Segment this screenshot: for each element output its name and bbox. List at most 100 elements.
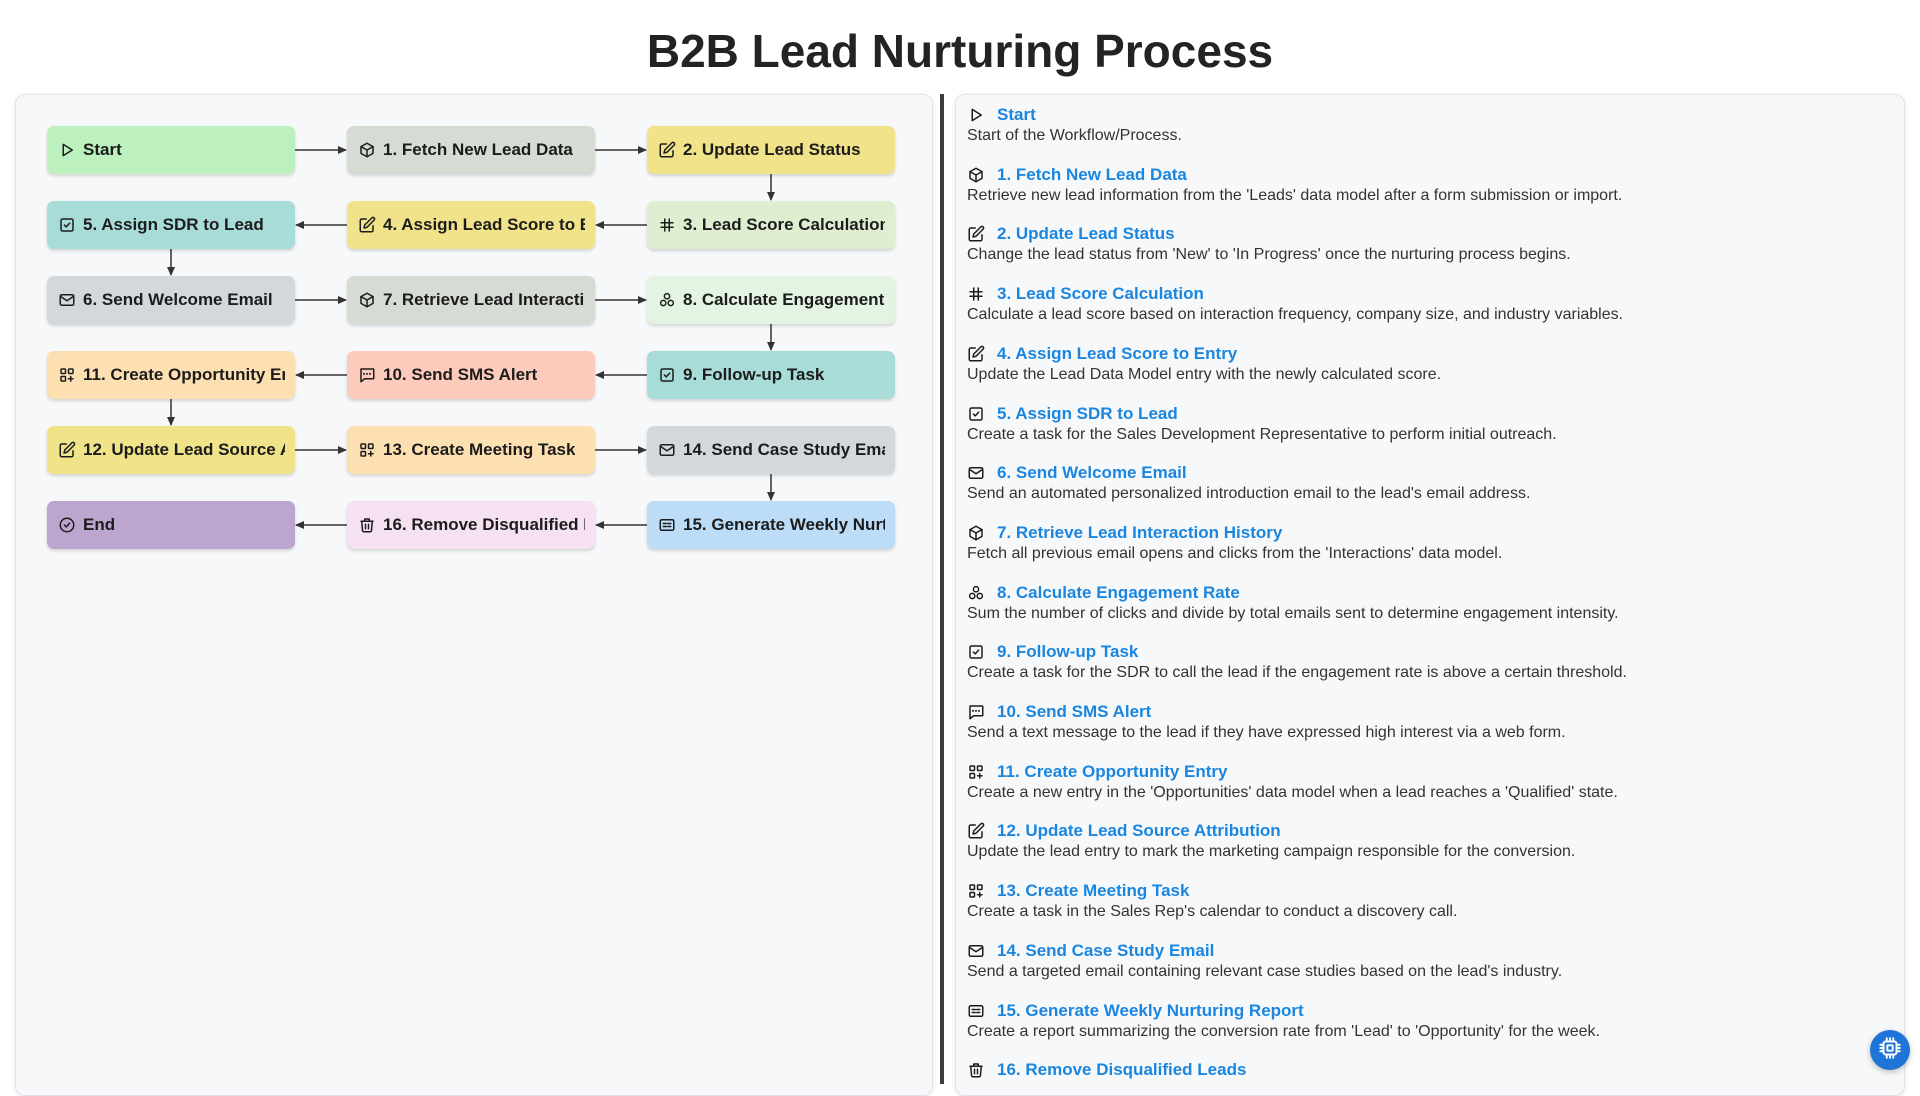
flow-node-label: 8. Calculate Engagement R (683, 290, 885, 309)
flow-node[interactable]: 9. Follow-up Task (647, 351, 895, 399)
flow-node-label: 3. Lead Score Calculation (683, 215, 885, 234)
flow-node[interactable]: 1. Fetch New Lead Data (347, 126, 595, 174)
step-title-link[interactable]: 4. Assign Lead Score to Entry (997, 343, 1238, 363)
assistant-button[interactable] (1870, 1030, 1910, 1070)
check-circle-icon (58, 516, 76, 534)
edit-icon (967, 225, 985, 243)
flow-node-label: 11. Create Opportunity Entı (83, 365, 285, 384)
step-title-link[interactable]: 11. Create Opportunity Entry (997, 761, 1228, 781)
step-title-link[interactable]: 6. Send Welcome Email (997, 463, 1187, 483)
flow-node[interactable]: 6. Send Welcome Email (47, 276, 295, 324)
step-description: Send a text message to the lead if they … (967, 724, 1566, 741)
sms-icon (967, 703, 985, 721)
flow-node[interactable]: 12. Update Lead Source Att (47, 426, 295, 474)
flow-node-label: 16. Remove Disqualified Le (383, 515, 585, 534)
flow-node-label: 14. Send Case Study Email (683, 440, 885, 459)
step-description: Start of the Workflow/Process. (967, 127, 1182, 144)
hash-icon (658, 216, 676, 234)
play-icon (58, 141, 76, 159)
flow-node[interactable]: 14. Send Case Study Email (647, 426, 895, 474)
mail-icon (58, 291, 76, 309)
grid-plus-icon (967, 882, 985, 900)
flow-node-label: Start (83, 140, 122, 159)
step-description: Send a targeted email containing relevan… (967, 962, 1563, 980)
flow-node[interactable]: 2. Update Lead Status (647, 126, 895, 174)
step-description: Update the lead entry to mark the market… (967, 843, 1576, 861)
flow-node[interactable]: 7. Retrieve Lead Interactior (347, 276, 595, 324)
page-title: B2B Lead Nurturing Process (646, 25, 1274, 77)
flow-diagram-panel: Start 1. Fetch New Lead Data 2. Update Lea… (15, 94, 933, 1096)
flow-node[interactable]: 8. Calculate Engagement R (647, 276, 895, 324)
step-description: Change the lead status from 'New' to 'In… (967, 246, 1571, 264)
edit-icon (58, 441, 76, 459)
step-title-link[interactable]: 5. Assign SDR to Lead (997, 403, 1178, 423)
step-description: Send an automated personalized introduct… (967, 485, 1531, 503)
flow-node[interactable]: 15. Generate Weekly Nurtur (647, 501, 895, 549)
flow-node-label: End (83, 515, 116, 534)
play-icon (967, 106, 985, 124)
mail-icon (658, 441, 676, 459)
step-title-link[interactable]: 14. Send Case Study Email (997, 940, 1215, 960)
cube-icon (358, 141, 376, 159)
panel-splitter[interactable] (940, 94, 944, 1084)
edit-icon (967, 345, 985, 363)
hash-icon (967, 285, 985, 303)
checkbox-icon (58, 216, 76, 234)
checkbox-icon (967, 405, 985, 423)
step-description: Sum the number of clicks and divide by t… (967, 604, 1619, 622)
step-description: Create a task for the Sales Development … (967, 425, 1557, 443)
step-description: Retrieve new lead information from the '… (967, 186, 1623, 204)
step-title-link[interactable]: 10. Send SMS Alert (997, 702, 1152, 721)
flow-node-label: 5. Assign SDR to Lead (83, 215, 264, 234)
flow-node-label: 4. Assign Lead Score to En (383, 215, 585, 234)
edit-icon (967, 822, 985, 840)
grid-plus-icon (358, 441, 376, 459)
step-title-link[interactable]: 12. Update Lead Source Attribution (997, 821, 1281, 841)
step-title-link[interactable]: 8. Calculate Engagement Rate (997, 582, 1240, 602)
flow-node[interactable]: 16. Remove Disqualified Le (347, 501, 595, 549)
flow-node[interactable]: 10. Send SMS Alert (347, 351, 595, 399)
sms-icon (358, 366, 376, 384)
step-title-link[interactable]: 9. Follow-up Task (997, 642, 1139, 662)
step-title-link[interactable]: Start (997, 105, 1036, 124)
grid-plus-icon (967, 763, 985, 781)
step-title-link[interactable]: 7. Retrieve Lead Interaction History (997, 522, 1283, 542)
cluster-icon (967, 584, 985, 602)
step-title-link[interactable]: 16. Remove Disqualified Leads (997, 1060, 1247, 1080)
flow-node-label: 6. Send Welcome Email (83, 290, 273, 309)
grid-plus-icon (58, 366, 76, 384)
flow-node[interactable]: Start (47, 126, 295, 174)
flow-node[interactable]: 11. Create Opportunity Entı (47, 351, 295, 399)
step-title-link[interactable]: 3. Lead Score Calculation (997, 284, 1204, 304)
flow-node-label: 10. Send SMS Alert (383, 365, 538, 384)
checkbox-icon (658, 366, 676, 384)
cluster-icon (658, 291, 676, 309)
cube-icon (967, 524, 985, 542)
step-title-link[interactable]: 1. Fetch New Lead Data (997, 164, 1187, 184)
step-title-link[interactable]: 2. Update Lead Status (997, 224, 1175, 244)
flow-node[interactable]: 13. Create Meeting Task (347, 426, 595, 474)
step-title-link[interactable]: 15. Generate Weekly Nurturing Report (997, 1000, 1304, 1020)
step-description: Create a new entry in the 'Opportunities… (967, 783, 1618, 801)
flow-node[interactable]: End (47, 501, 295, 549)
flow-node[interactable]: 3. Lead Score Calculation (647, 201, 895, 249)
flow-node-label: 12. Update Lead Source Att (83, 440, 285, 459)
step-title-link[interactable]: 13. Create Meeting Task (997, 881, 1190, 901)
flow-node-label: 13. Create Meeting Task (383, 440, 576, 459)
flow-node[interactable]: 5. Assign SDR to Lead (47, 201, 295, 249)
flow-node[interactable]: 4. Assign Lead Score to En (347, 201, 595, 249)
edit-icon (658, 141, 676, 159)
